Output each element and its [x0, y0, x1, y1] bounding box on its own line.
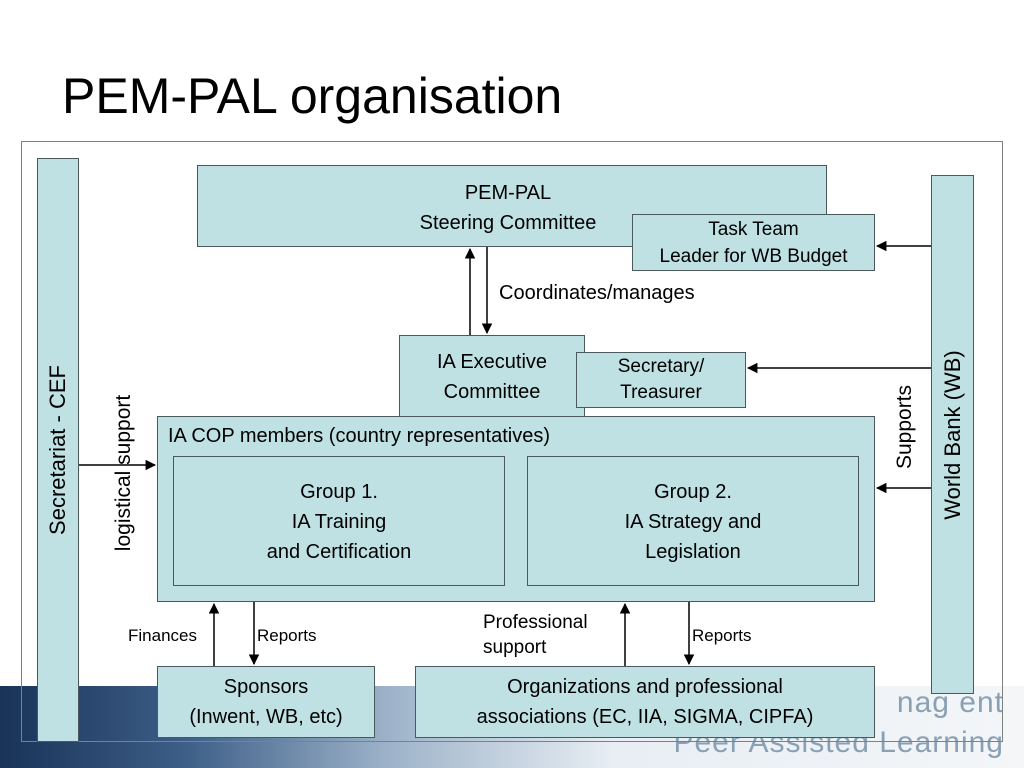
group-1-label: Group 1. IA Training and Certification [266, 481, 412, 563]
sponsors-box: Sponsors (Inwent, WB, etc) [157, 666, 375, 738]
diagram-frame [21, 141, 1003, 742]
secretary-treasurer-box: Secretary/ Treasurer [576, 352, 746, 408]
world-bank-box: World Bank (WB) [931, 175, 974, 694]
organizations-box: Organizations and professional associati… [415, 666, 875, 738]
executive-committee-box: IA Executive Committee [399, 335, 585, 417]
secretariat-box: Secretariat - CEF [37, 158, 79, 742]
finances-label: Finances [128, 626, 197, 645]
group-2-box: Group 2. IA Strategy and Legislation [527, 456, 859, 586]
reports-left-label: Reports [257, 626, 317, 645]
professional-support-label: Professional support [483, 612, 588, 658]
group-2-label: Group 2. IA Strategy and Legislation [624, 481, 762, 563]
task-team-label: Task Team Leader for WB Budget [659, 218, 848, 267]
page-title: PEM-PAL organisation [62, 68, 563, 124]
reports-right-label: Reports [692, 626, 752, 645]
cop-members-label: IA COP members (country representatives) [168, 425, 550, 447]
sponsors-label: Sponsors (Inwent, WB, etc) [189, 676, 343, 728]
secretary-treasurer-label: Secretary/ Treasurer [617, 356, 705, 403]
coordinates-label: Coordinates/manages [499, 282, 695, 304]
executive-committee-label: IA Executive Committee [436, 351, 548, 403]
group-1-box: Group 1. IA Training and Certification [173, 456, 505, 586]
task-team-box: Task Team Leader for WB Budget [632, 214, 875, 271]
organizations-label: Organizations and professional associati… [476, 676, 814, 728]
steering-committee-label: PEM-PAL Steering Committee [419, 182, 597, 234]
